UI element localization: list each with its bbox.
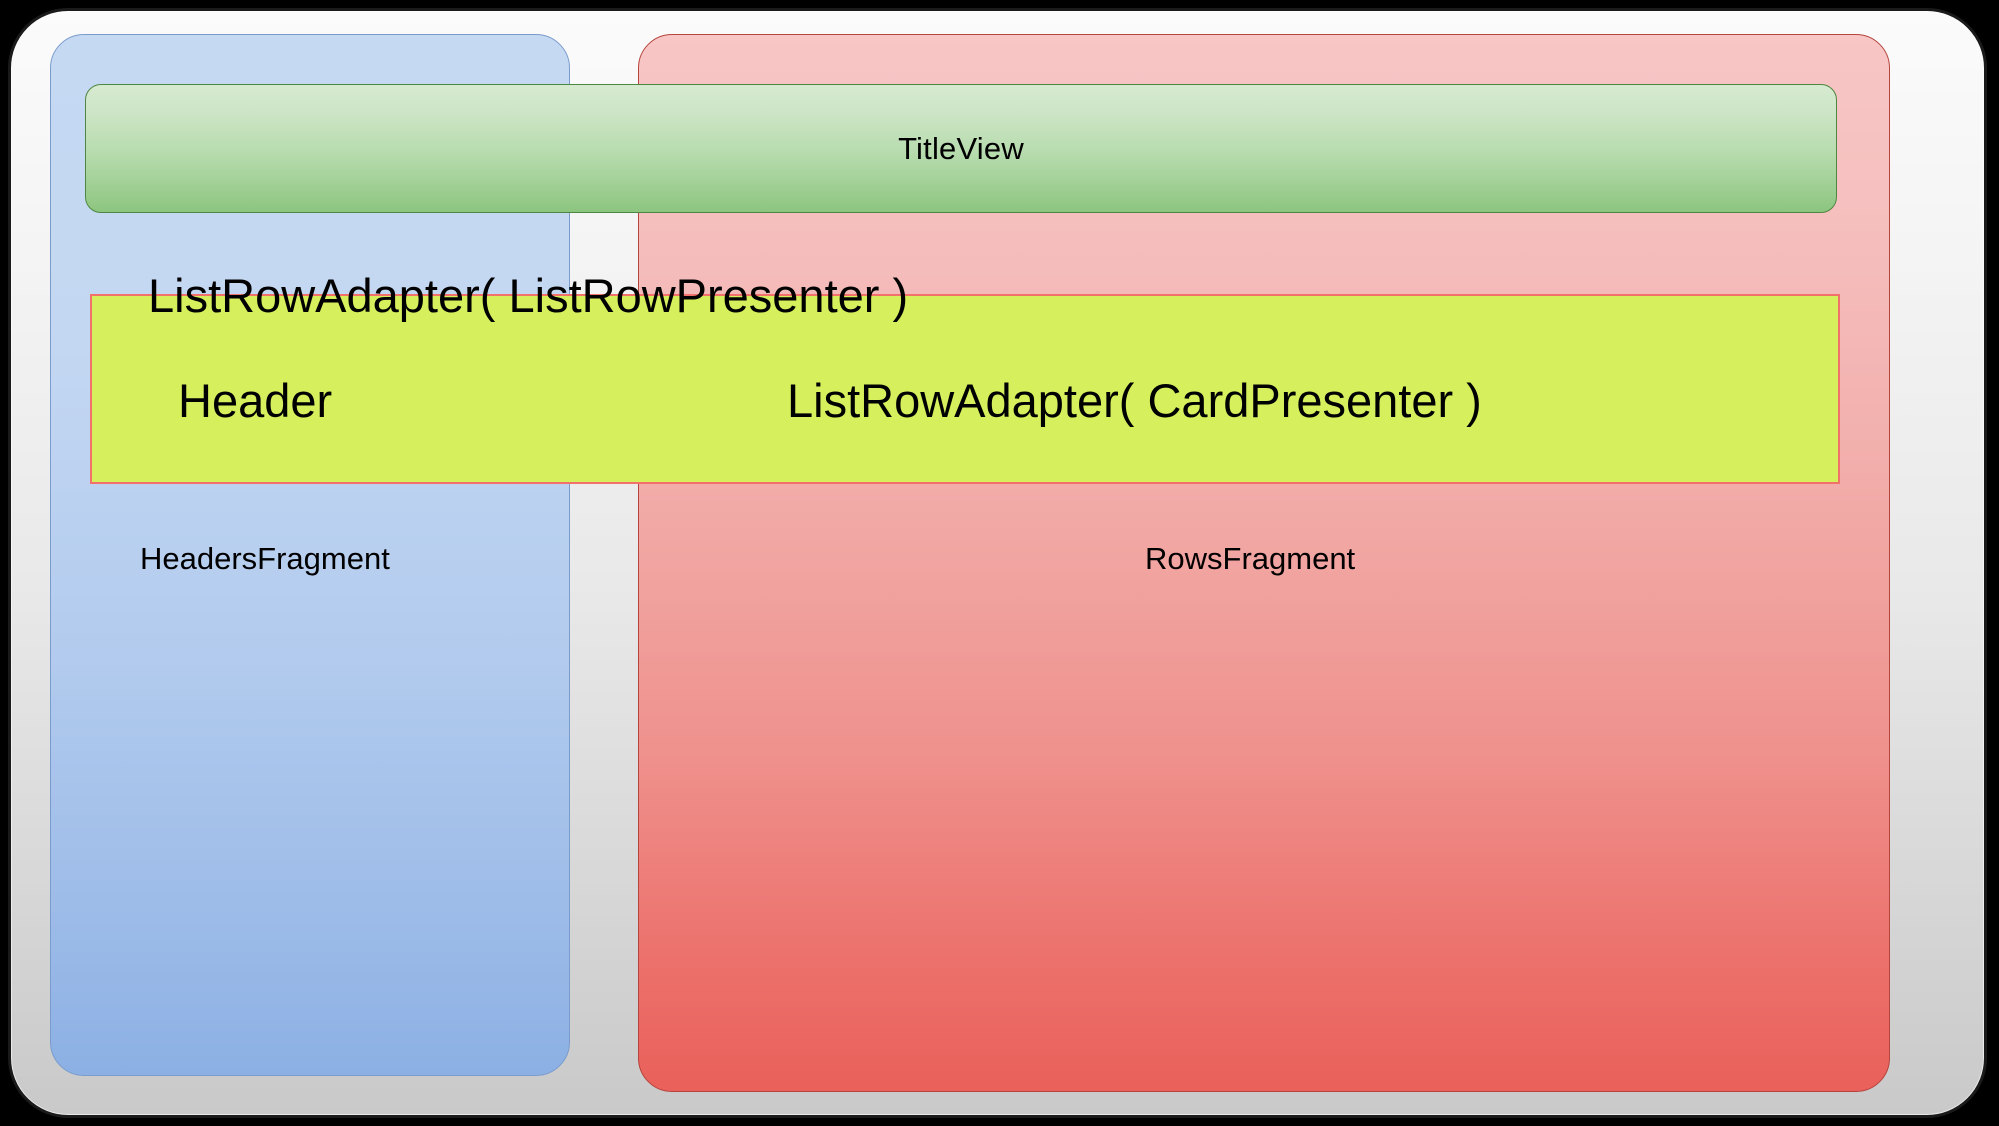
title-view-bar[interactable]: TitleView <box>85 84 1837 213</box>
header-cell-label: Header <box>178 374 333 427</box>
headers-fragment-label: HeadersFragment <box>140 541 390 576</box>
rows-fragment-label: RowsFragment <box>1145 541 1356 576</box>
list-row-adapter-presenter-label: ListRowAdapter( ListRowPresenter ) <box>148 269 909 322</box>
card-adapter-cell-label: ListRowAdapter( CardPresenter ) <box>787 374 1482 427</box>
title-view-label: TitleView <box>898 130 1024 166</box>
list-row-adapter-box[interactable] <box>90 294 1840 484</box>
